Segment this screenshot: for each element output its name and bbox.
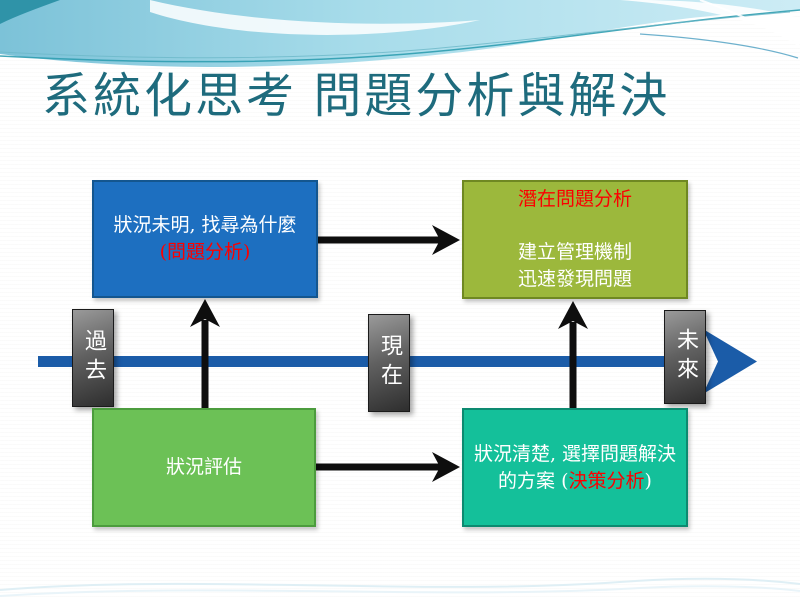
arrowhead-right-icon bbox=[432, 452, 460, 482]
box-potential-title: 潛在問題分析 bbox=[517, 188, 632, 211]
bottom-wave-decoration bbox=[0, 577, 800, 597]
box-problem-analysis-line2: (問題分析) bbox=[159, 241, 251, 263]
flow-arrows bbox=[190, 225, 588, 482]
box-situation-appraisal-label: 狀況評估 bbox=[165, 456, 242, 479]
box-decision-prefix: 狀況清楚, 選擇問題解決的方案 ( bbox=[473, 442, 677, 492]
box-situation-appraisal: 狀況評估 bbox=[92, 408, 316, 527]
box-potential-line1: 建立管理機制 bbox=[517, 241, 632, 264]
box-decision-text: 狀況清楚, 選擇問題解決的方案 (決策分析) bbox=[472, 441, 678, 495]
box-decision-highlight: 決策分析 bbox=[568, 469, 645, 492]
box-potential-problem-analysis: 潛在問題分析 建立管理機制 迅速發現問題 bbox=[462, 180, 688, 299]
arrowhead-up-icon bbox=[190, 299, 220, 327]
timeline-label-future: 未來 bbox=[664, 310, 706, 404]
timeline-label-present: 現在 bbox=[368, 314, 410, 412]
timeline-label-past: 過去 bbox=[72, 309, 114, 407]
box-decision-suffix: ) bbox=[644, 469, 652, 492]
box-problem-analysis: 狀況未明, 找尋為什麼 (問題分析) bbox=[92, 180, 318, 298]
box-problem-analysis-line1: 狀況未明, 找尋為什麼 bbox=[113, 214, 297, 237]
box-potential-line2: 迅速發現問題 bbox=[517, 267, 632, 290]
top-wave-decoration bbox=[0, 0, 800, 67]
slide-title: 系統化思考 問題分析與解決 bbox=[42, 70, 671, 123]
arrowhead-right-icon bbox=[432, 225, 460, 255]
box-decision-analysis: 狀況清楚, 選擇問題解決的方案 (決策分析) bbox=[462, 408, 688, 527]
arrowhead-up-icon bbox=[558, 301, 588, 329]
timeline-arrowhead-icon bbox=[703, 329, 757, 394]
